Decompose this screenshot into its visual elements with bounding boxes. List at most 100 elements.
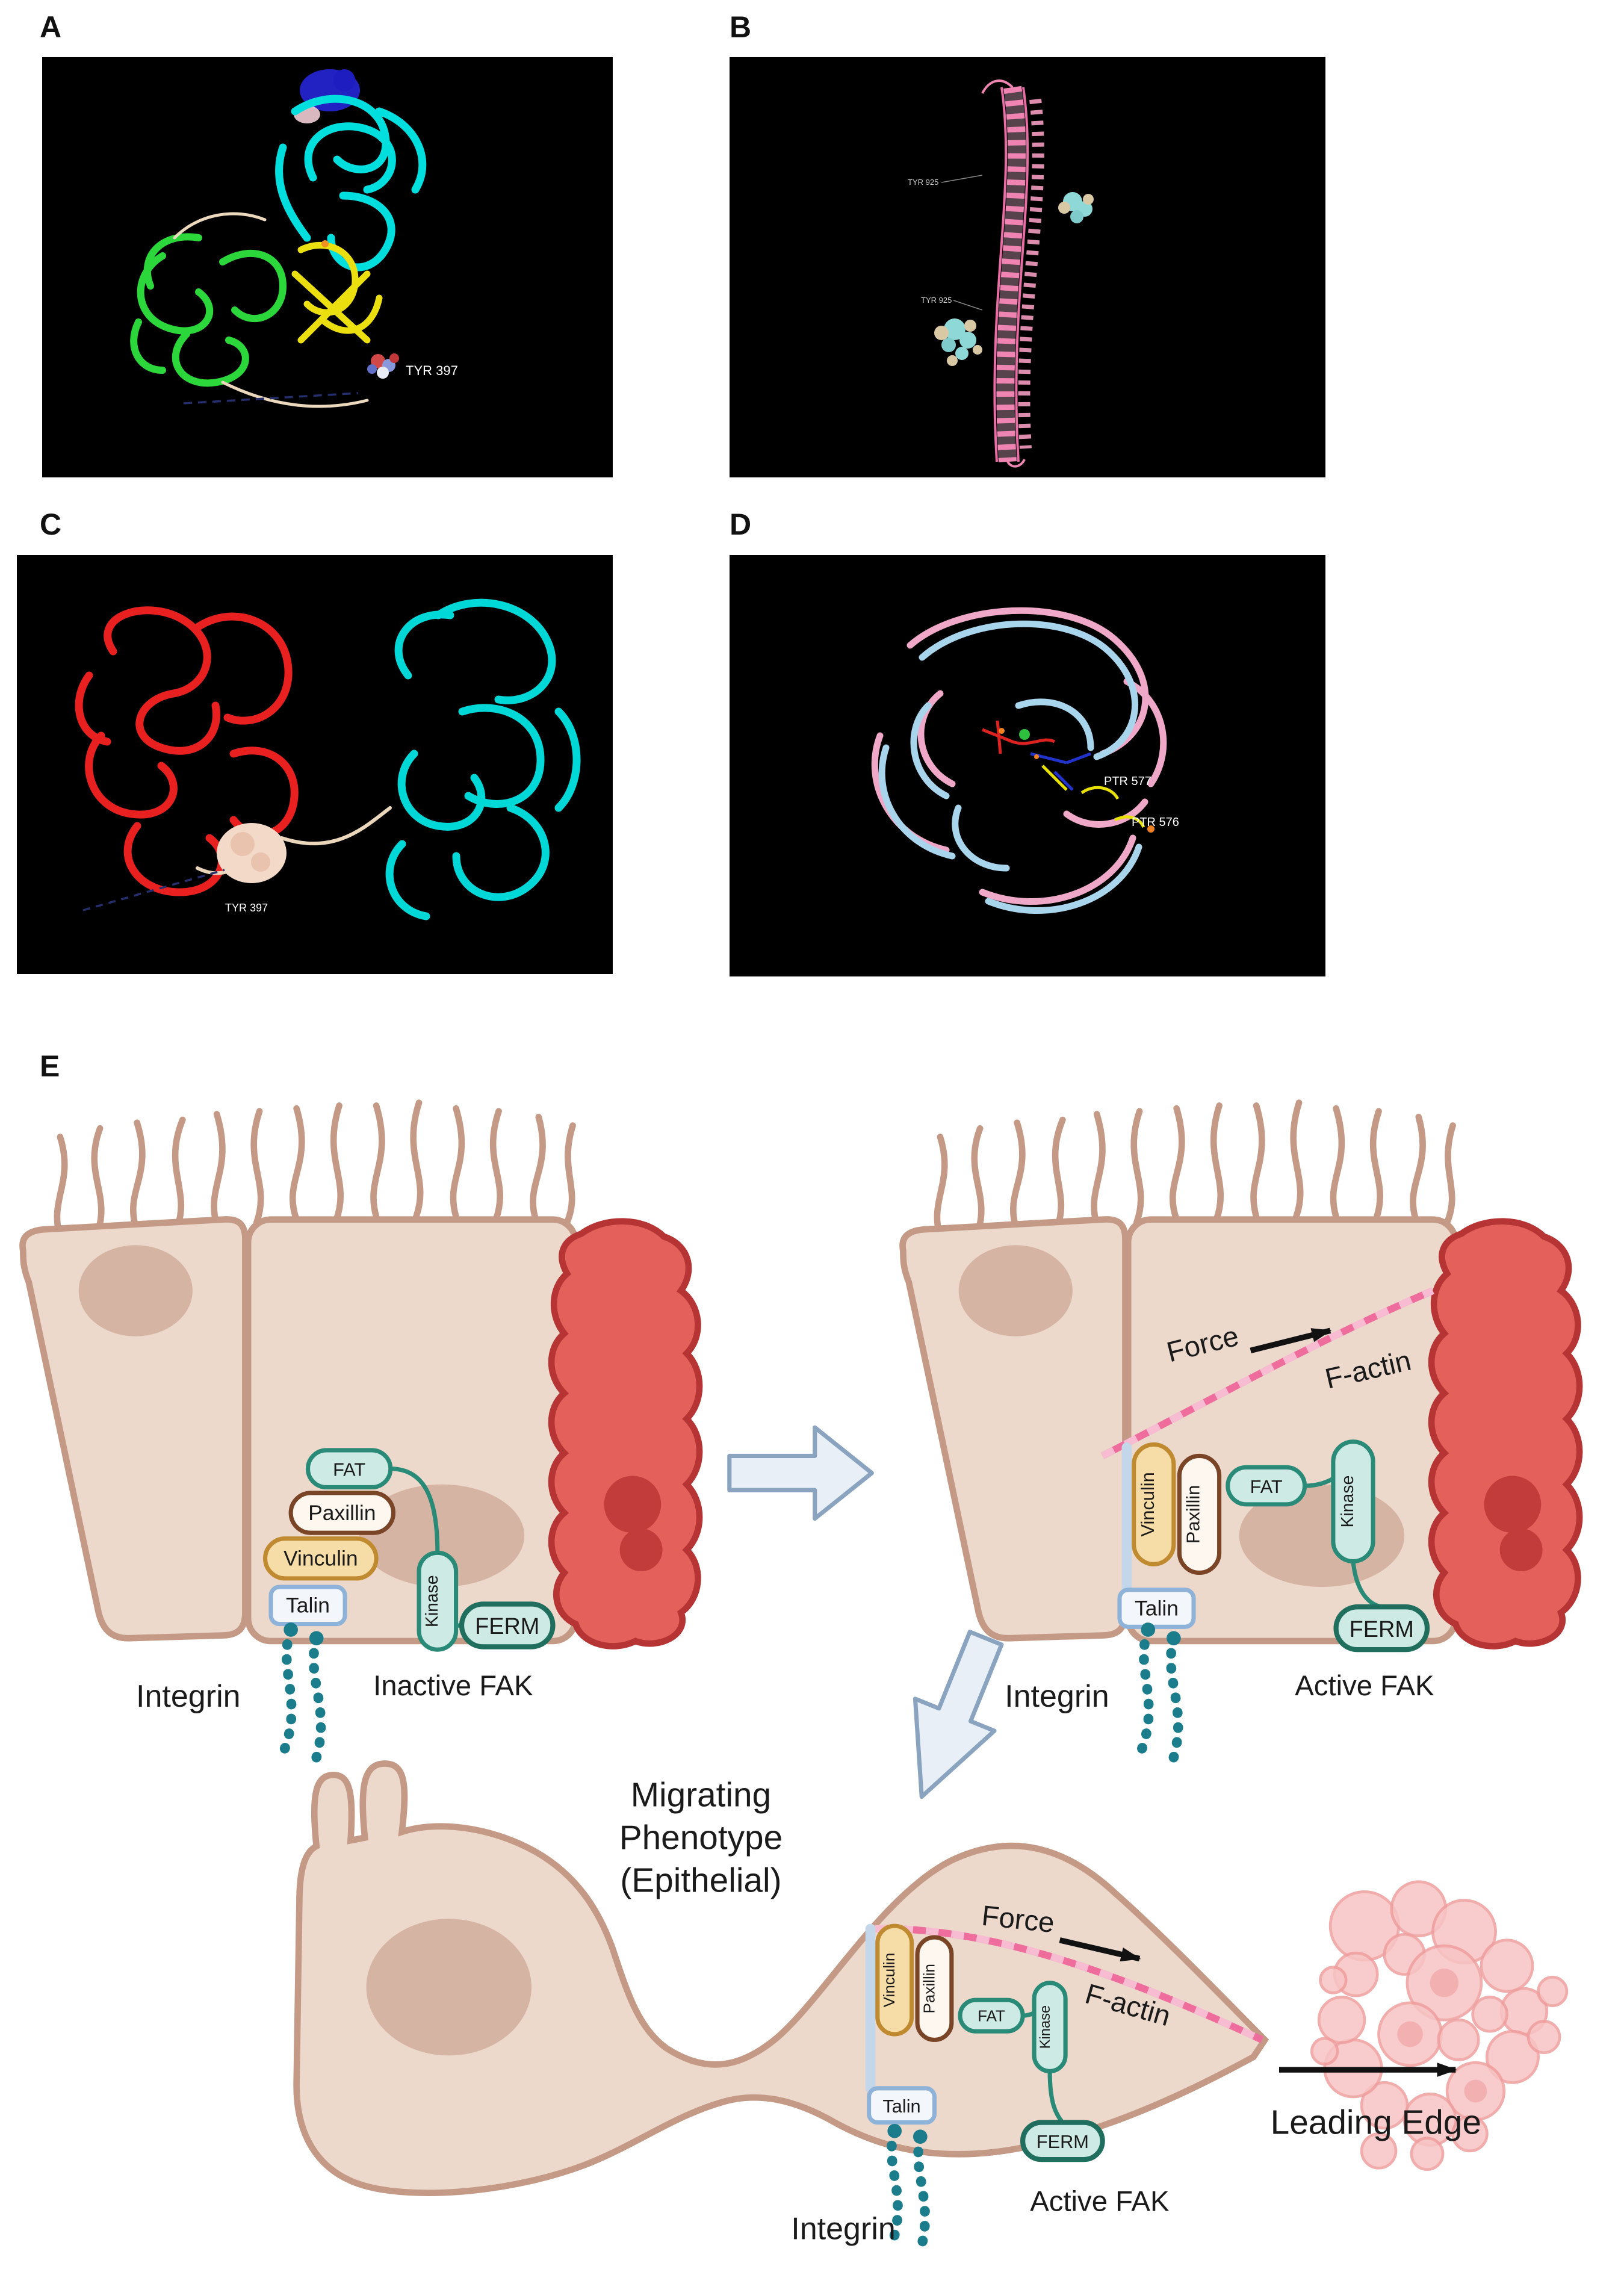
panel-d-residue-label-577: PTR 577 [1104, 775, 1151, 788]
kinase-domain-pill [417, 1550, 459, 1652]
panel-b-residue-label-mid: TYR 925 [921, 296, 952, 305]
talin-label: Talin [882, 2096, 920, 2117]
paxillin-label: Paxillin [308, 1501, 376, 1525]
active-fak-caption: Active FAK [1030, 2185, 1170, 2217]
panel-c-label: C [40, 507, 62, 541]
active-fak-caption: Active FAK [1295, 1670, 1434, 1702]
paxillin-label: Paxillin [920, 1964, 938, 2013]
talin-box [268, 1585, 347, 1627]
integrin-chains [277, 1622, 326, 1772]
fat-domain-helix-bundle: TYR 925 TYR 925 [908, 79, 1094, 468]
migrating-cell-body [293, 1760, 1269, 2196]
vinculin-pill [875, 1923, 914, 2037]
disordered-region-dashes [82, 869, 225, 911]
panel-e-label: E [40, 1049, 60, 1083]
fat-domain-pill [1226, 1465, 1307, 1507]
ferm-domain-label: FERM [475, 1614, 539, 1639]
tyr397-spheres [367, 353, 399, 379]
kinase-domain-label: Kinase [423, 1575, 442, 1627]
fak-dimer-ribbon: TYR 397 [75, 598, 581, 920]
ribbon-overlay-pink [871, 607, 1167, 905]
loop-ribbon-tan [173, 212, 369, 408]
integrin-label: Integrin [791, 2212, 896, 2247]
epithelial-cell-cluster-right [903, 1103, 1580, 1647]
kinase-domain-label: Kinase [1038, 2005, 1053, 2049]
red-cell-nucleus [604, 1476, 663, 1572]
talin-label: Talin [1135, 1596, 1179, 1620]
panel-a-label: A [40, 10, 62, 44]
integrin-label: Integrin [136, 1679, 241, 1714]
fat-domain-label: FAT [1250, 1476, 1283, 1497]
ferm-domain-ribbon-green [130, 233, 287, 387]
f-actin-twist [1100, 1287, 1434, 1459]
inactive-fak-caption: Inactive FAK [373, 1670, 533, 1702]
force-arrow [1250, 1327, 1332, 1353]
panel-d-label: D [730, 507, 752, 541]
kinase-domain-ribbon-cyan [275, 95, 427, 272]
cilia [54, 1099, 576, 1240]
panel-b-structure: TYR 925 TYR 925 [730, 57, 1325, 477]
nucleus [78, 1245, 193, 1336]
panel-e-diagram: FAT Paxillin Vinculin Talin Kinase FERM … [19, 1041, 1624, 2256]
kinase-domain-label: Kinase [1338, 1476, 1357, 1528]
force-label: Force [980, 1900, 1056, 1939]
inactive-fak-complex: FAT Paxillin Vinculin Talin Kinase FERM … [136, 1448, 556, 1772]
fat-domain-pill [958, 1997, 1025, 2034]
nucleus [359, 1484, 525, 1588]
residue-pointer-line-mid [953, 300, 983, 311]
title-line-3: (Epithelial) [620, 1861, 781, 1899]
panel-b-residue-label-top: TYR 925 [908, 178, 938, 187]
kinase-domain-ribbon-cyan [385, 598, 581, 920]
vinculin-label: Vinculin [1137, 1472, 1158, 1536]
flow-arrow-down [913, 1630, 1004, 1799]
talin-label: Talin [286, 1594, 330, 1618]
leading-edge-label: Leading Edge [1271, 2104, 1481, 2142]
ferm-domain-pill [459, 1601, 556, 1650]
paxillin-pill [288, 1491, 396, 1535]
title-line-1: Migrating [631, 1776, 771, 1814]
four-helix-bundle-pink [981, 79, 1044, 468]
atp-site-dot [321, 240, 329, 247]
tyr397-surface-blob [217, 823, 287, 883]
red-cell [548, 1218, 703, 1650]
panel-a-residue-label: TYR 397 [406, 363, 458, 378]
integrin-label: Integrin [1005, 1679, 1109, 1714]
residue-pointer-line-top [941, 175, 983, 183]
migrating-phenotype-title: Migrating Phenotype (Epithelial) [619, 1776, 783, 1899]
paxillin-pill [915, 1935, 954, 2042]
ferm-domain-pill [1020, 2120, 1105, 2162]
panel-d-residue-label-576: PTR 576 [1132, 816, 1179, 829]
ferm-domain-pill [1333, 1604, 1430, 1653]
fat-domain-label: FAT [978, 2007, 1005, 2025]
talin-box [1117, 1588, 1196, 1629]
fat-domain-label: FAT [333, 1459, 365, 1480]
integrin-chains [1134, 1622, 1183, 1772]
surface-patch-lower [934, 318, 982, 366]
active-site-sticks [982, 720, 1154, 833]
integrin-chains [886, 2123, 931, 2256]
panel-b-label: B [730, 10, 752, 44]
title-line-2: Phenotype [619, 1819, 783, 1857]
fak-ferm-kinase-ribbon: TYR 397 [130, 69, 458, 408]
talin-box [867, 2086, 937, 2125]
paxillin-label: Paxillin [1182, 1485, 1203, 1544]
vinculin-label: Vinculin [880, 1953, 898, 2008]
panel-c-structure: TYR 397 [17, 555, 613, 974]
flow-arrow-right [727, 1425, 874, 1521]
vinculin-label: Vinculin [284, 1547, 358, 1571]
panel-c-residue-label: TYR 397 [225, 902, 268, 914]
ribbon-overlay-lightblue [878, 620, 1142, 914]
fat-kinase-linker [390, 1467, 440, 1553]
blue-surface-patch-top [333, 69, 355, 91]
force-arrow [1059, 1937, 1141, 1962]
ecm-blob-cluster [1310, 1880, 1569, 2171]
epithelial-cell-left [19, 1216, 249, 1642]
surface-patch-upper [1058, 192, 1094, 223]
fat-domain-pill [305, 1448, 393, 1490]
disordered-region-dashes [183, 392, 359, 405]
kinase-ferm-linker [1047, 2071, 1065, 2124]
migrating-cell: Force F-actin Vinculin Paxillin FAT Kina… [293, 1760, 1269, 2256]
kinase-overlay-ribbon: PTR 577 PTR 576 [871, 607, 1179, 914]
f-actin-twist [874, 1925, 1264, 2043]
